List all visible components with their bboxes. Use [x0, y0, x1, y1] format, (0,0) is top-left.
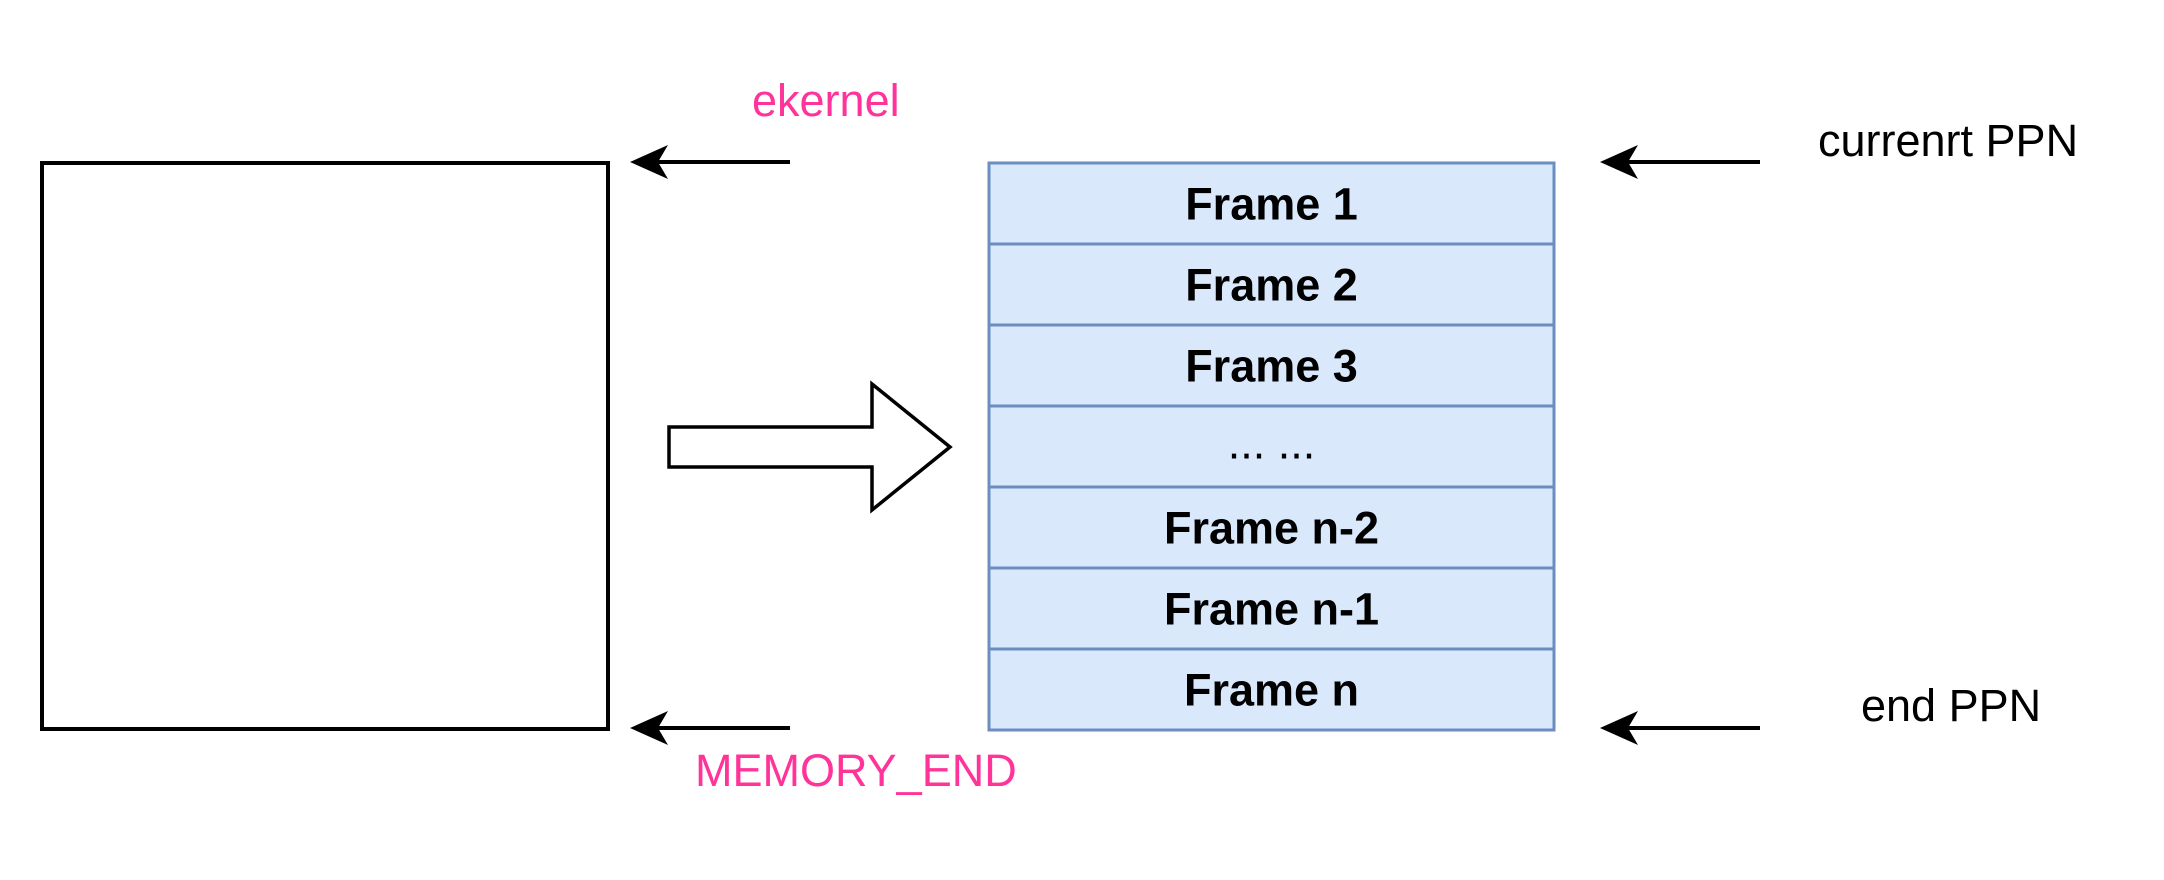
- memory-end-arrow: [630, 711, 790, 745]
- memory-end-label: MEMORY_END: [695, 745, 1017, 796]
- frame-cell: ... ...: [987, 404, 1556, 489]
- current-ppn-arrow: [1600, 145, 1760, 179]
- frame-label: Frame n-1: [1164, 584, 1379, 635]
- transform-arrow: [667, 380, 953, 514]
- frame-label: Frame n-2: [1164, 503, 1379, 554]
- frame-cell-box: [987, 323, 1556, 408]
- frame-cell-box: [987, 566, 1556, 651]
- frame-label: Frame 1: [1185, 179, 1358, 230]
- frame-cell-box: [987, 404, 1556, 489]
- frame-cell-box: [987, 161, 1556, 246]
- frame-label: Frame 3: [1185, 341, 1358, 392]
- frame-cell-box: [987, 242, 1556, 327]
- frame-cell: Frame n-2: [987, 485, 1556, 570]
- frame-cell-box: [987, 647, 1556, 732]
- current-ppn-label: currenrt PPN: [1818, 115, 2078, 166]
- frame-cell: Frame n: [987, 647, 1556, 732]
- frame-label: Frame 2: [1185, 260, 1358, 311]
- frame-cell: Frame 2: [987, 242, 1556, 327]
- frame-cell: Frame 3: [987, 323, 1556, 408]
- frame-label: Frame n: [1184, 665, 1359, 716]
- frame-label: ... ...: [1228, 418, 1316, 469]
- end-ppn-arrow: [1600, 711, 1760, 745]
- frame-stack: Frame 1 Frame 2 Frame 3 ... ... Frame n-2Fra…: [987, 161, 1556, 732]
- ekernel-label: ekernel: [752, 75, 900, 126]
- frame-cell: Frame n-1: [987, 566, 1556, 651]
- frame-cell-box: [987, 485, 1556, 570]
- frame-cell: Frame 1: [987, 161, 1556, 246]
- ekernel-arrow: [630, 145, 790, 179]
- end-ppn-label: end PPN: [1861, 680, 2041, 731]
- memory-region-box: [40, 161, 610, 731]
